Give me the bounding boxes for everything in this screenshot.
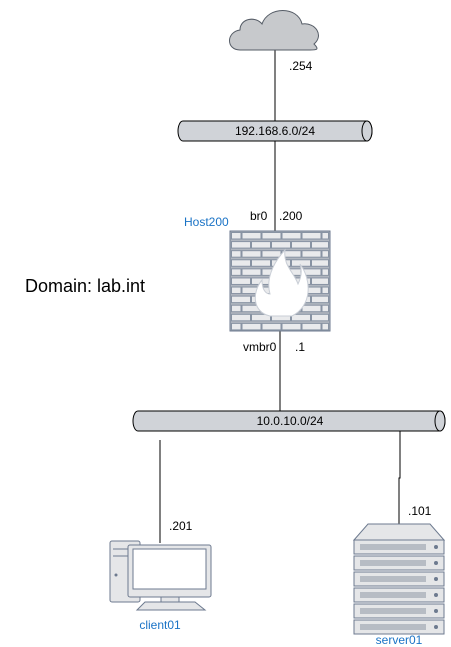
server-vent — [360, 592, 426, 598]
firewall-brick — [321, 250, 329, 258]
server-led — [434, 609, 438, 613]
server-vent — [360, 576, 426, 582]
lower-interface-label: vmbr0 — [243, 340, 277, 354]
computer-icon — [109, 540, 212, 611]
client-name-label: client01 — [139, 618, 181, 632]
server-vent — [360, 624, 426, 630]
firewall-brick — [231, 232, 242, 240]
firewall-brick — [321, 232, 329, 240]
server-ip-label: .101 — [408, 504, 432, 518]
firewall-brick — [321, 304, 329, 313]
firewall-brick — [251, 313, 271, 322]
cloud-icon — [229, 10, 319, 51]
firewall-brick — [251, 259, 271, 267]
firewall-brick — [261, 232, 282, 240]
client-ip-label: .201 — [169, 519, 193, 533]
firewall-brick — [291, 241, 311, 249]
firewall-name-label: Host200 — [184, 215, 229, 229]
firewall-brick — [311, 277, 329, 285]
firewall-brick — [241, 250, 262, 258]
upper-interface-label: br0 — [250, 209, 268, 223]
lower-network-label: 10.0.10.0/24 — [257, 414, 324, 428]
server-vent — [360, 544, 426, 550]
firewall-brick — [321, 268, 329, 276]
firewall-brick — [231, 268, 242, 276]
internet-ip-label: .254 — [289, 59, 313, 73]
server-vent — [360, 608, 426, 614]
server-led — [434, 561, 438, 565]
firewall-brick — [311, 313, 329, 322]
server-led — [434, 577, 438, 581]
server-led — [434, 593, 438, 597]
server-led — [434, 625, 438, 629]
firewall-brick — [241, 322, 262, 331]
firewall-brick — [301, 250, 322, 258]
firewall-brick — [291, 313, 311, 322]
firewall-brick — [271, 241, 291, 249]
firewall-brick — [281, 232, 302, 240]
firewall-brick — [281, 322, 302, 331]
firewall-brick — [261, 250, 282, 258]
firewall-brick — [231, 277, 251, 285]
server-vent — [360, 560, 426, 566]
firewall-brick — [231, 295, 251, 304]
server-top — [352, 523, 446, 541]
server-name-label: server01 — [376, 633, 423, 647]
firewall-brick — [311, 259, 329, 267]
server-led — [434, 545, 438, 549]
upper-ip-label: .200 — [279, 209, 303, 223]
firewall-brick — [231, 250, 242, 258]
link-lower-net-to-server — [398, 430, 401, 540]
firewall-brick — [311, 241, 329, 249]
firewall-brick — [251, 241, 271, 249]
server-icon — [352, 523, 446, 635]
firewall-brick — [261, 322, 282, 331]
lower-ip-label: .1 — [295, 340, 305, 354]
firewall-brick — [321, 286, 329, 295]
firewall-brick — [301, 304, 322, 313]
firewall-brick — [231, 259, 251, 267]
lower-network-pipe — [132, 410, 446, 432]
domain-label: Domain: lab.int — [25, 276, 145, 296]
firewall-brick — [241, 268, 262, 276]
firewall-brick — [241, 232, 262, 240]
firewall-brick — [321, 322, 329, 331]
upper-network-pipe — [177, 120, 373, 142]
firewall-brick — [231, 286, 242, 295]
upper-network-label: 192.168.6.0/24 — [235, 124, 315, 138]
firewall-icon — [229, 230, 331, 332]
firewall-brick — [301, 322, 322, 331]
firewall-brick — [231, 322, 242, 331]
firewall-brick — [231, 313, 251, 322]
firewall-brick — [311, 295, 329, 304]
firewall-brick — [231, 241, 251, 249]
flame-icon — [254, 248, 309, 317]
firewall-brick — [301, 232, 322, 240]
firewall-brick — [231, 304, 242, 313]
